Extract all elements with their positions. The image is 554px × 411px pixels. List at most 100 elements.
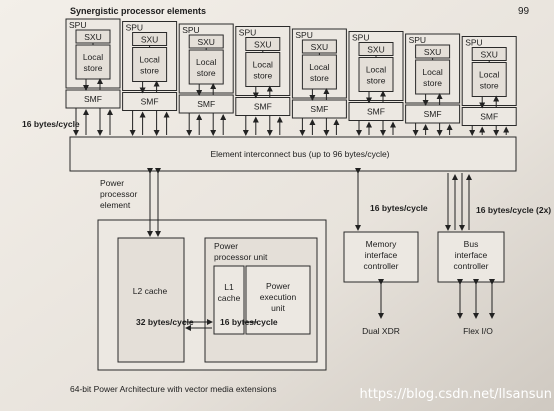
smf-box	[178, 94, 234, 114]
left-bandwidth-label: 16 bytes/cycle	[22, 119, 80, 129]
local-store-box	[188, 49, 224, 85]
smf-label: SMF	[310, 104, 328, 114]
spu-label: SPU	[352, 33, 369, 43]
spe-group-label: Synergistic processor elements	[70, 6, 206, 16]
smf-box	[235, 97, 291, 116]
ppu-label-line1: Power	[214, 241, 238, 251]
local-store-line1: Local	[196, 57, 216, 67]
local-store-line2: store	[84, 63, 103, 73]
local-store-line2: store	[367, 76, 386, 86]
bic-line2: interface	[455, 250, 488, 260]
sxu-label: SXU	[197, 37, 214, 47]
local-store-box	[301, 54, 337, 90]
smf-label: SMF	[197, 99, 215, 109]
local-store-line1: Local	[83, 52, 103, 62]
sxu-label: SXU	[311, 42, 328, 52]
bus-interface-controller	[437, 231, 505, 283]
spu-label: SPU	[182, 25, 199, 35]
local-store-line2: store	[310, 73, 329, 83]
bic-line3: controller	[454, 261, 489, 271]
l1-cache-line2: cache	[218, 293, 241, 303]
local-store-line2: store	[253, 71, 272, 81]
l2-cache-label: L2 cache	[133, 286, 168, 296]
bic-line1: Bus	[464, 239, 479, 249]
local-store-line1: Local	[479, 70, 499, 80]
local-store-box	[245, 52, 281, 87]
local-store-line1: Local	[253, 60, 273, 70]
local-store-line2: store	[197, 68, 216, 78]
element-interconnect-bus	[69, 136, 517, 172]
local-store-line1: Local	[139, 55, 159, 65]
local-store-line2: store	[140, 66, 159, 76]
bw-32-label: 32 bytes/cycle	[136, 317, 194, 327]
smf-box	[291, 99, 347, 119]
smf-label: SMF	[84, 94, 102, 104]
smf-label: SMF	[141, 97, 159, 107]
ppu-label-line2: processor unit	[214, 252, 268, 262]
spu-label: SPU	[295, 30, 312, 40]
dual-xdr-label: Dual XDR	[362, 326, 400, 336]
local-store-box	[471, 62, 507, 97]
local-store-line1: Local	[422, 67, 442, 77]
mic-bw-label: 16 bytes/cycle	[370, 203, 428, 213]
ppe-label-line1: Power	[100, 178, 124, 188]
l1-cache-line1: L1	[224, 282, 234, 292]
spu-label: SPU	[409, 35, 426, 45]
sxu-label: SXU	[84, 32, 101, 42]
eib-label: Element interconnect bus (up to 96 bytes…	[210, 149, 389, 159]
sxu-label: SXU	[367, 45, 384, 55]
spu-label: SPU	[239, 28, 256, 38]
pxu-line1: Power	[266, 281, 290, 291]
ppe-label-line3: element	[100, 200, 131, 210]
ppe-caption: 64-bit Power Architecture with vector me…	[70, 384, 276, 394]
smf-label: SMF	[367, 107, 385, 117]
pxu-line3: unit	[271, 303, 285, 313]
smf-box	[348, 102, 404, 121]
page-number: 99	[518, 6, 530, 17]
local-store-box	[132, 47, 168, 82]
power-execution-unit	[245, 265, 311, 335]
smf-box	[461, 107, 517, 126]
flex-io-label: Flex I/O	[463, 326, 493, 336]
local-store-box	[358, 57, 394, 92]
mic-line2: interface	[365, 250, 398, 260]
ppe-label-line2: processor	[100, 189, 137, 199]
pxu-line2: execution	[260, 292, 297, 302]
local-store-line1: Local	[366, 65, 386, 75]
l1-cache	[213, 265, 245, 335]
smf-label: SMF	[480, 112, 498, 122]
spu-label: SPU	[126, 23, 143, 33]
mic-line1: Memory	[366, 239, 397, 249]
bic-bw-label: 16 bytes/cycle (2x)	[476, 205, 551, 215]
smf-box	[65, 89, 121, 109]
watermark: https://blog.csdn.net/llsansun	[359, 387, 552, 402]
spe-group: SPUSXULocalstoreSMFSPUSXULocalstoreSMFSP…	[65, 18, 517, 136]
smf-box	[405, 104, 461, 124]
local-store-box	[75, 44, 111, 80]
sxu-label: SXU	[480, 50, 497, 60]
sxu-label: SXU	[141, 35, 158, 45]
local-store-box	[415, 59, 451, 95]
smf-label: SMF	[424, 109, 442, 119]
local-store-line2: store	[480, 81, 499, 91]
l2-cache	[117, 237, 185, 363]
mic-line3: controller	[364, 261, 399, 271]
smf-box	[122, 92, 178, 111]
smf-label: SMF	[254, 102, 272, 112]
local-store-line1: Local	[309, 62, 329, 72]
bw-16-ppu-label: 16 bytes/cycle	[220, 317, 278, 327]
spu-label: SPU	[465, 38, 482, 48]
spu-label: SPU	[69, 20, 86, 30]
local-store-line2: store	[423, 78, 442, 88]
sxu-label: SXU	[254, 40, 271, 50]
